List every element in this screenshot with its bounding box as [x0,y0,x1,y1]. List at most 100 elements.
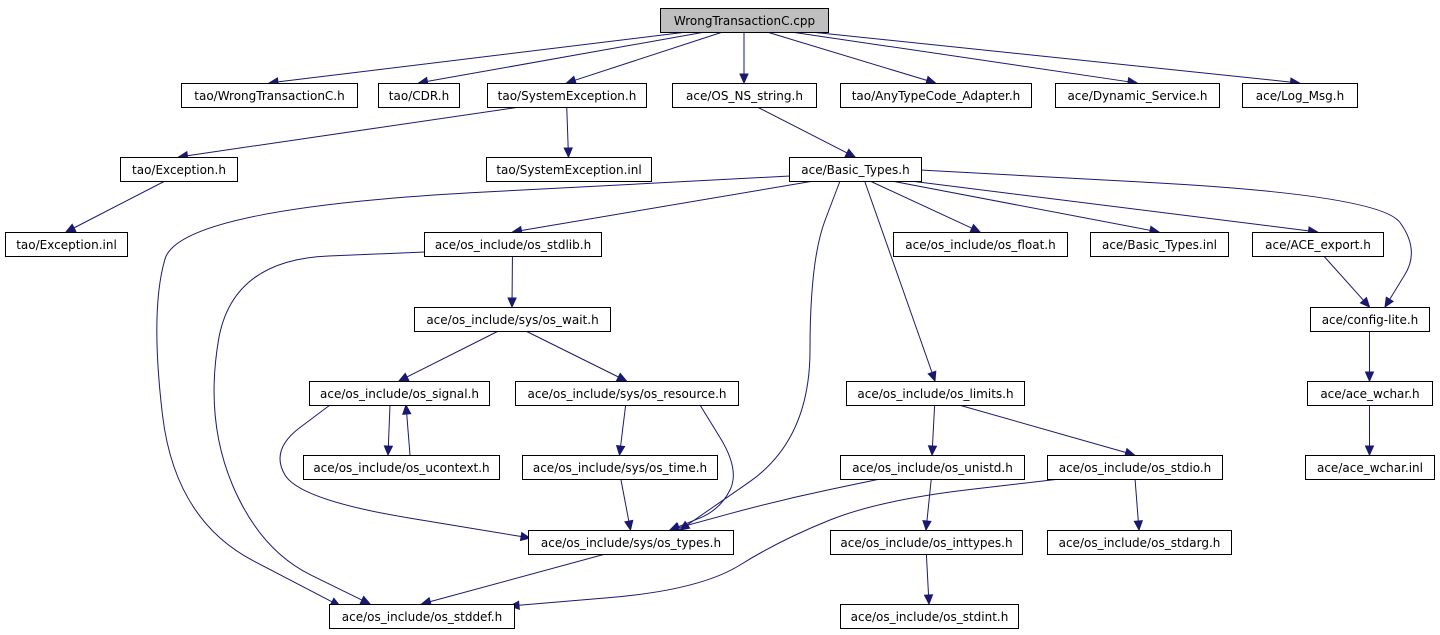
node-box[interactable] [893,232,1068,257]
node-limits[interactable]: ace/os_include/os_limits.h [846,381,1025,406]
node-box[interactable] [660,8,829,33]
arrowhead-inttypes-to-stdint [923,594,934,606]
edge-basictypes-to-limits [864,180,933,373]
node-label: ace/os_include/os_ucontext.h [313,461,489,475]
edge-stdio-to-stdarg [1134,478,1139,522]
node-ace_wchar_inl[interactable]: ace/ace_wchar.inl [1305,455,1435,480]
node-box[interactable] [830,530,1023,555]
node-box[interactable] [1310,307,1430,332]
node-box[interactable] [1047,530,1232,555]
node-label: ace/os_include/os_stddef.h [342,610,502,624]
node-root[interactable]: WrongTransactionC.cpp [660,8,829,33]
node-box[interactable] [1252,232,1384,257]
node-exception_h[interactable]: tao/Exception.h [120,157,238,182]
node-box[interactable] [1047,455,1223,480]
node-box[interactable] [120,157,238,182]
node-box[interactable] [1090,232,1229,257]
node-basictypes[interactable]: ace/Basic_Types.h [789,157,922,182]
node-box[interactable] [840,604,1019,629]
node-box[interactable] [1307,381,1433,406]
node-label: tao/Exception.h [132,163,226,177]
edge-basictypes-to-config_lite [919,169,1412,300]
node-box[interactable] [309,381,490,406]
node-box[interactable] [1242,83,1358,108]
node-stdarg[interactable]: ace/os_include/os_stdarg.h [1047,530,1232,555]
node-label: tao/WrongTransactionC.h [194,89,344,103]
node-sysexc_inl[interactable]: tao/SystemException.inl [486,157,652,182]
node-box[interactable] [840,455,1025,480]
edge-root-to-anytype [766,31,928,81]
node-unistd[interactable]: ace/os_include/os_unistd.h [840,455,1025,480]
node-ace_export[interactable]: ace/ACE_export.h [1252,232,1384,257]
node-box[interactable] [378,83,460,108]
node-label: ace/os_include/sys/os_wait.h [426,313,598,327]
arrowhead-stdlib-to-stddef [359,595,372,605]
node-ace_wchar[interactable]: ace/ace_wchar.h [1307,381,1433,406]
node-label: ace/os_include/sys/os_time.h [533,461,707,475]
edge-stdlib-to-stddef [213,251,426,601]
arrowhead-stdio-to-stdarg [1133,520,1144,532]
node-box[interactable] [515,381,739,406]
node-box[interactable] [303,455,500,480]
node-sys_types[interactable]: ace/os_include/sys/os_types.h [528,530,734,555]
arrowhead-basictypes-to-float [969,223,982,233]
edge-os_time-to-sys_types [620,478,630,522]
node-stdint[interactable]: ace/os_include/os_stdint.h [840,604,1019,629]
node-config_lite[interactable]: ace/config-lite.h [1310,307,1430,332]
arrowhead-root-to-sysexc [565,75,578,85]
node-resource[interactable]: ace/os_include/sys/os_resource.h [515,381,739,406]
node-box[interactable] [528,530,734,555]
node-box[interactable] [5,232,128,257]
edge-unistd-to-sys_types [678,478,881,529]
node-label: ace/os_include/os_stdlib.h [435,238,591,252]
node-dynservice[interactable]: ace/Dynamic_Service.h [1055,83,1220,108]
edge-wait-to-signal [406,330,499,378]
node-box[interactable] [486,157,652,182]
node-wrong_h[interactable]: tao/WrongTransactionC.h [181,83,358,108]
node-signal[interactable]: ace/os_include/os_signal.h [309,381,490,406]
node-layer: WrongTransactionC.cpp tao/WrongTransactio… [5,8,1435,629]
edge-stdio-to-stddef [518,478,1061,606]
node-box[interactable] [1055,83,1220,108]
node-box[interactable] [487,83,647,108]
node-ucontext[interactable]: ace/os_include/os_ucontext.h [303,455,500,480]
node-sysexc[interactable]: tao/SystemException.h [487,83,647,108]
node-box[interactable] [840,83,1032,108]
edge-exception_h-to-exception_inl [73,180,166,229]
node-box[interactable] [329,604,515,629]
arrowhead-wait-to-signal [397,372,410,382]
node-box[interactable] [672,83,817,108]
node-label: tao/AnyTypeCode_Adapter.h [852,89,1021,103]
node-stddef[interactable]: ace/os_include/os_stddef.h [329,604,515,629]
edge-ace_export-to-config_lite [1323,255,1364,301]
arrowhead-limits-to-unistd [927,445,938,457]
node-exception_inl[interactable]: tao/Exception.inl [5,232,128,257]
edge-resource-to-os_time [620,404,627,447]
node-box[interactable] [414,307,611,332]
node-box[interactable] [789,157,922,182]
node-box[interactable] [846,381,1025,406]
node-anytype[interactable]: tao/AnyTypeCode_Adapter.h [840,83,1032,108]
node-logmsg[interactable]: ace/Log_Msg.h [1242,83,1358,108]
node-os_time[interactable]: ace/os_include/sys/os_time.h [522,455,718,480]
node-box[interactable] [181,83,358,108]
node-inttypes[interactable]: ace/os_include/os_inttypes.h [830,530,1023,555]
node-label: ace/Dynamic_Service.h [1067,89,1207,103]
node-box[interactable] [522,455,718,480]
node-stdio[interactable]: ace/os_include/os_stdio.h [1047,455,1223,480]
node-wait[interactable]: ace/os_include/sys/os_wait.h [414,307,611,332]
node-box[interactable] [424,232,602,257]
edge-unistd-to-inttypes [926,478,932,522]
node-label: ace/ace_wchar.inl [1317,461,1423,475]
node-box[interactable] [1305,455,1435,480]
node-cdr[interactable]: tao/CDR.h [378,83,460,108]
node-osnsstring[interactable]: ace/OS_NS_string.h [672,83,817,108]
edge-basictypes-to-sys_types [687,180,841,526]
node-stdlib[interactable]: ace/os_include/os_stdlib.h [424,232,602,257]
node-float[interactable]: ace/os_include/os_float.h [893,232,1068,257]
edge-ucontext-to-signal [406,413,411,456]
edge-root-to-cdr [427,31,706,82]
node-basictypes_inl[interactable]: ace/Basic_Types.inl [1090,232,1229,257]
node-label: ace/os_include/os_stdarg.h [1059,536,1221,550]
edge-sys_types-to-stddef [430,553,606,603]
